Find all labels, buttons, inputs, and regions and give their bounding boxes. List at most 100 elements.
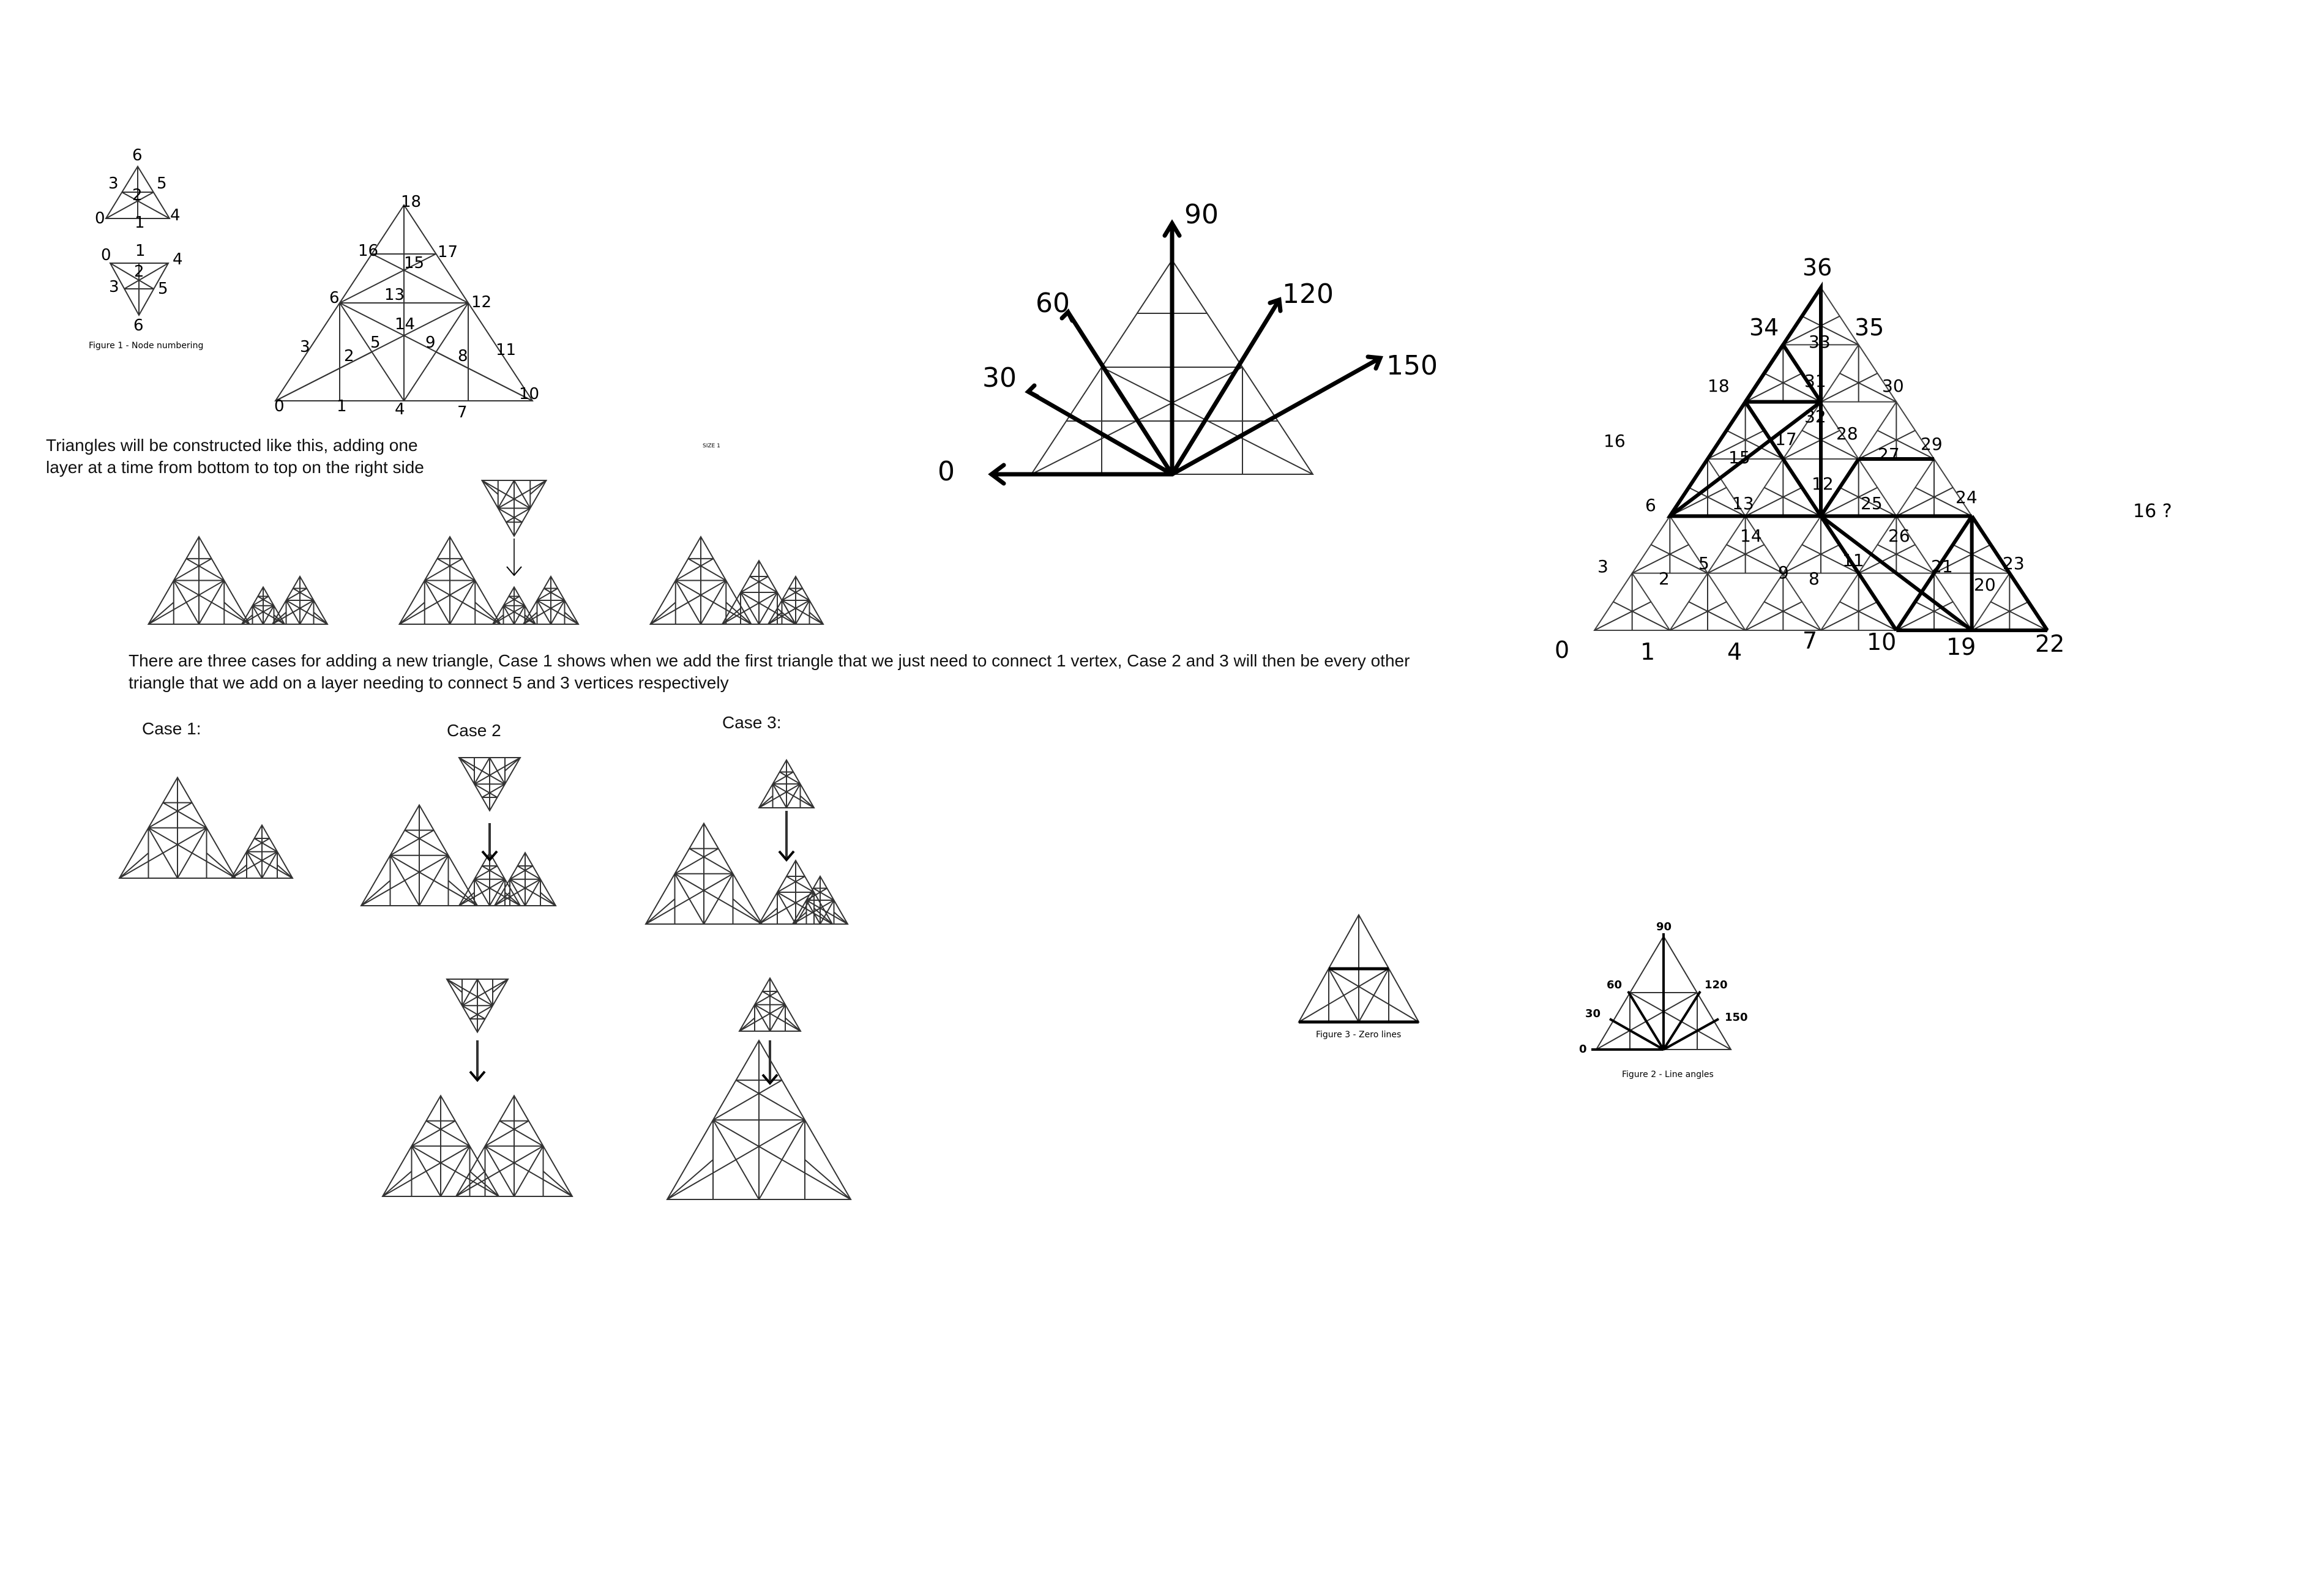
angle-label: 150 bbox=[1725, 1011, 1748, 1024]
case3b-incoming-triangle bbox=[738, 977, 802, 1032]
angle-label: 0 bbox=[938, 456, 955, 487]
node-label: 22 bbox=[2035, 630, 2064, 657]
construction-small-triangle bbox=[271, 575, 329, 625]
node-label: 26 bbox=[1888, 526, 1910, 546]
node-label: 8 bbox=[458, 347, 468, 365]
node-label: 23 bbox=[2003, 553, 2025, 573]
node-label: 3 bbox=[1597, 556, 1608, 576]
node-label: 4 bbox=[173, 250, 183, 269]
down-arrow-icon bbox=[778, 811, 795, 862]
angle-label: 120 bbox=[1705, 979, 1728, 991]
node-label: 21 bbox=[1931, 556, 1953, 576]
node-label: 14 bbox=[395, 315, 415, 334]
node-label: 3 bbox=[108, 174, 119, 193]
down-arrow-icon bbox=[481, 823, 498, 862]
node-label: 15 bbox=[404, 254, 424, 272]
case3-small-triangle bbox=[791, 875, 849, 925]
construction-small-triangle bbox=[767, 575, 824, 625]
node-label: 28 bbox=[1836, 423, 1858, 444]
node-label: 9 bbox=[425, 334, 436, 352]
incoming-triangle bbox=[480, 480, 548, 537]
figure-1-caption: Figure 1 - Node numbering bbox=[89, 341, 203, 351]
case3-triangle bbox=[758, 859, 834, 925]
node-label: 1 bbox=[135, 214, 145, 232]
node-label: 13 bbox=[1732, 493, 1754, 513]
node-label: 6 bbox=[1645, 495, 1656, 515]
node-label: 15 bbox=[1728, 447, 1750, 468]
node-label: 2 bbox=[132, 186, 143, 204]
figure-3 bbox=[1298, 913, 1420, 1024]
case2-small-triangle bbox=[458, 851, 521, 906]
node-label: 4 bbox=[395, 400, 405, 419]
node-label: 20 bbox=[1974, 575, 1996, 595]
node-label: 32 bbox=[1804, 406, 1826, 427]
figure-3-caption: Figure 3 - Zero lines bbox=[1316, 1030, 1401, 1040]
node-label: 5 bbox=[370, 334, 381, 352]
fig1-triangle bbox=[274, 204, 534, 401]
node-label: 6 bbox=[329, 289, 340, 307]
case2-triangle bbox=[360, 804, 479, 906]
small-up-triangle bbox=[105, 165, 171, 219]
figure-2-caption: Figure 2 - Line angles bbox=[1622, 1070, 1714, 1080]
down-arrow-icon bbox=[761, 1040, 779, 1086]
node-label: 12 bbox=[1812, 474, 1834, 494]
node-label: 5 bbox=[158, 280, 168, 298]
node-label: 0 bbox=[95, 209, 105, 228]
case1-triangle bbox=[118, 776, 237, 879]
small-down-triangle bbox=[109, 263, 170, 317]
size-tag: SIZE 1 bbox=[703, 443, 720, 449]
node-label: 13 bbox=[384, 286, 405, 304]
node-label: 27 bbox=[1878, 444, 1900, 464]
node-label: 2 bbox=[344, 347, 354, 365]
node-label: 17 bbox=[438, 243, 458, 261]
case2-incoming-triangle bbox=[458, 757, 521, 812]
node-label: 10 bbox=[1867, 628, 1896, 655]
node-label: 12 bbox=[471, 293, 491, 311]
small-down-triangle-labels: 0 1 4 2 3 5 6 bbox=[101, 242, 183, 335]
node-label: 11 bbox=[496, 341, 516, 359]
angle-label: 150 bbox=[1386, 350, 1438, 381]
case-1-label: Case 1: bbox=[142, 719, 201, 738]
node-label: 16 bbox=[358, 242, 378, 260]
angle-label: 30 bbox=[982, 362, 1017, 393]
node-label: 2 bbox=[134, 263, 144, 281]
stray-mark: 16 ? bbox=[2133, 501, 2172, 522]
angle-label: 90 bbox=[1184, 199, 1219, 230]
node-label: 25 bbox=[1861, 493, 1883, 513]
construction-row bbox=[147, 480, 824, 625]
case3-result-triangle bbox=[666, 1039, 852, 1200]
node-label: 6 bbox=[133, 316, 144, 335]
construction-triangle bbox=[398, 535, 502, 625]
case-3-label: Case 3: bbox=[722, 713, 782, 732]
case3-incoming-triangle bbox=[758, 759, 815, 808]
large-triangle-bold bbox=[1666, 282, 2049, 632]
angle-diagram: 0 30 60 90 120 150 bbox=[938, 199, 1438, 487]
node-label: 11 bbox=[1842, 550, 1864, 570]
node-label: 6 bbox=[132, 146, 143, 165]
node-label: 0 bbox=[101, 246, 111, 264]
node-label: 10 bbox=[519, 385, 539, 403]
node-label: 18 bbox=[1708, 376, 1730, 396]
node-label: 35 bbox=[1855, 314, 1884, 341]
angle-label: 120 bbox=[1282, 278, 1334, 310]
node-label: 3 bbox=[300, 338, 310, 356]
node-label: 3 bbox=[109, 278, 119, 296]
cases-note: There are three cases for adding a new t… bbox=[129, 651, 1410, 693]
case-diagrams bbox=[118, 757, 852, 1200]
node-label: 2 bbox=[1659, 569, 1670, 589]
node-label: 17 bbox=[1775, 429, 1797, 449]
node-label: 0 bbox=[274, 397, 285, 416]
node-label: 5 bbox=[1698, 553, 1709, 573]
node-label: 4 bbox=[1727, 638, 1742, 665]
node-label: 0 bbox=[1555, 636, 1569, 663]
case3-triangle bbox=[644, 822, 763, 925]
construction-small-triangle bbox=[241, 586, 286, 625]
down-arrow-icon bbox=[469, 1040, 486, 1083]
node-label: 34 bbox=[1749, 314, 1779, 341]
node-label: 31 bbox=[1804, 371, 1826, 391]
node-label: 29 bbox=[1921, 434, 1943, 454]
